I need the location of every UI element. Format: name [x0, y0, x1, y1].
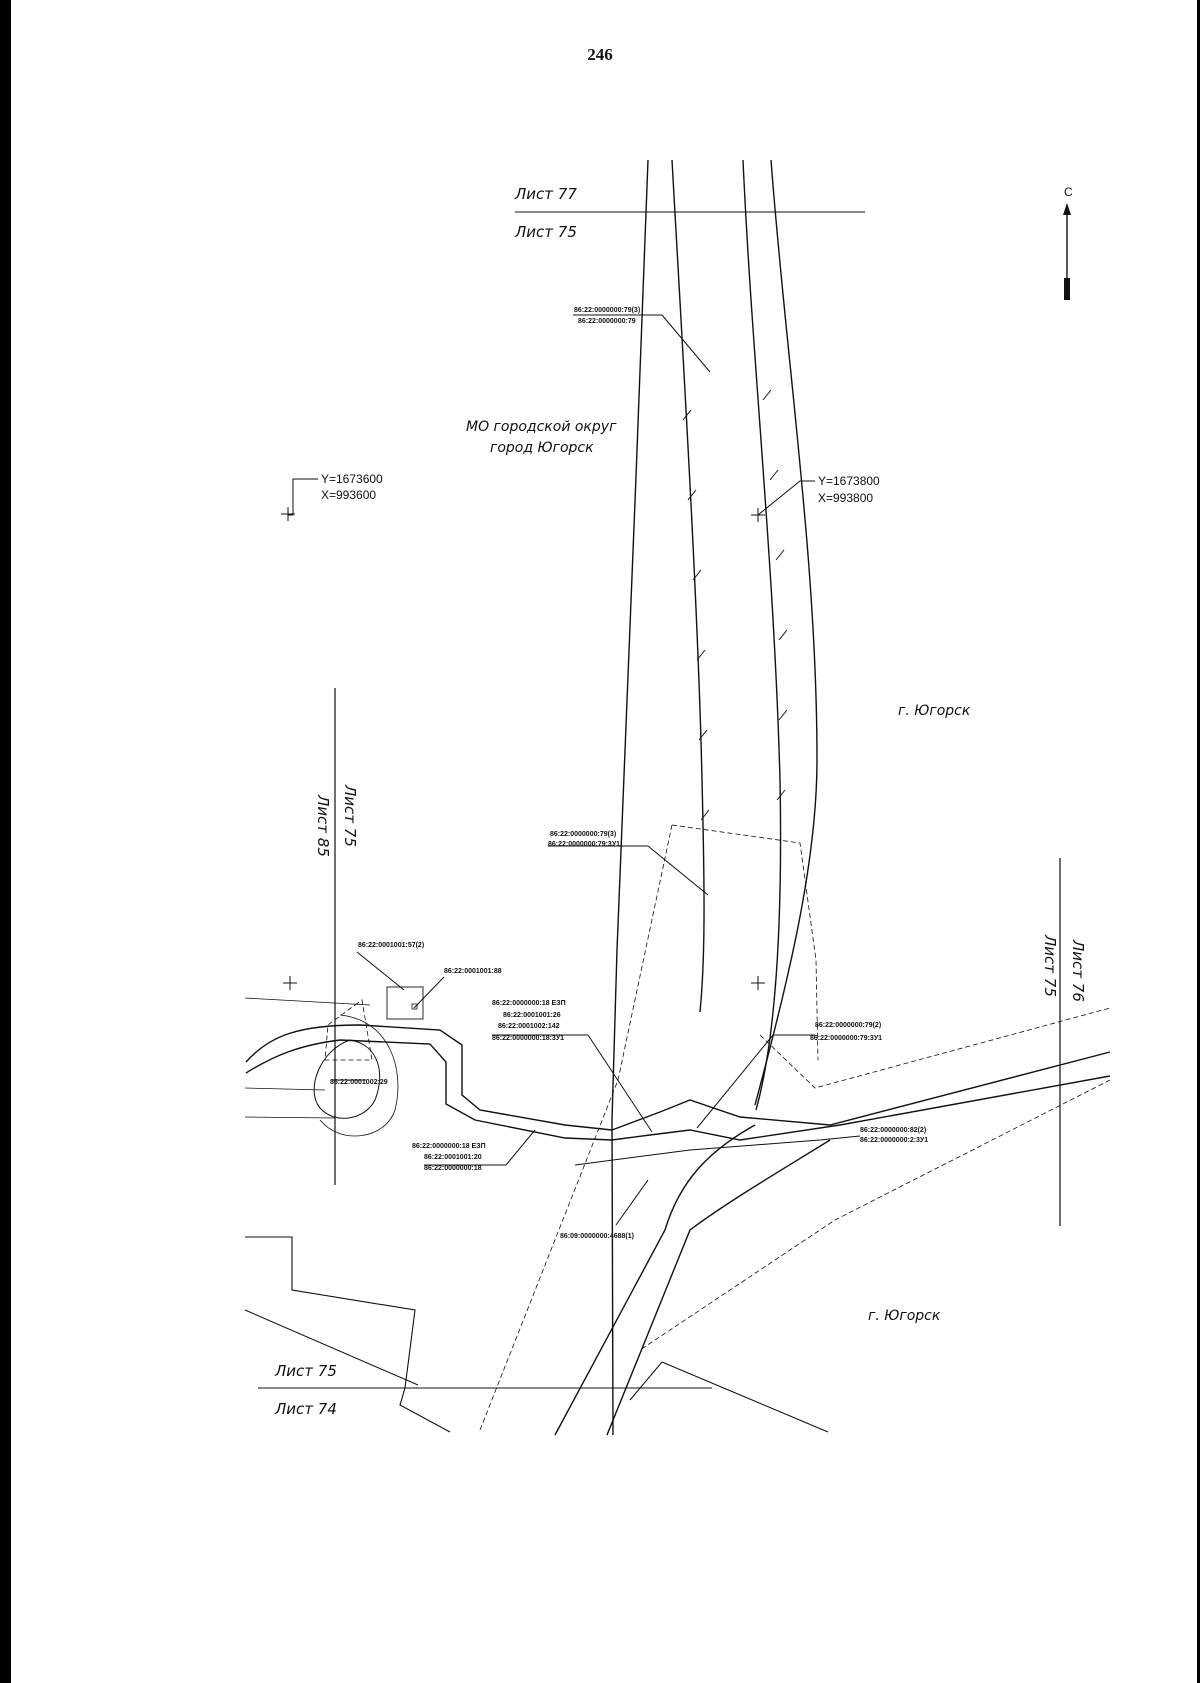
- cadastral-loop: 86:22:0001002:29: [330, 1079, 388, 1086]
- north-arrow-icon: [1063, 203, 1071, 300]
- sheet-label-right-outer: Лист 76: [1069, 939, 1087, 1002]
- parcel-line-west-3: [244, 1116, 336, 1119]
- road-edge-east: [754, 159, 818, 1106]
- sheet-label-top-upper: Лист 77: [514, 185, 577, 203]
- cadastral-block-57: [386, 986, 424, 1020]
- cadastral-road-upper: 86:22:0000000:82(2): [860, 1127, 926, 1134]
- sheet-label-bottom-upper: Лист 75: [274, 1362, 337, 1380]
- parcel-south-east: [629, 1361, 829, 1433]
- sheet-label-right-inner: Лист 75: [1041, 934, 1059, 997]
- access-road-south: [245, 1039, 613, 1141]
- town-label-south: г. Югорск: [868, 1308, 941, 1324]
- sheet-label-left-outer: Лист 85: [314, 794, 332, 857]
- municipality-label-line1: МО городской округ: [466, 419, 617, 435]
- municipality-label-line2: город Югорск: [490, 440, 594, 456]
- cadastral-top-upper: 86:22:0000000:79(3): [574, 307, 640, 314]
- access-road-loop: [313, 1039, 381, 1119]
- parcel-line-diagonal: [244, 1309, 419, 1386]
- road-link: [574, 1139, 821, 1166]
- parcel-line-west-2: [244, 1087, 326, 1091]
- cadastral-point: [411, 1003, 418, 1010]
- page-number: 246: [587, 45, 613, 64]
- grid-crosses: [281, 507, 765, 990]
- access-road-north: [245, 1024, 613, 1131]
- cadastral-stack-3: 86:22:0001002:142: [498, 1023, 560, 1030]
- cadastral-mid-lower: 86:22:0000000:79:3У1: [548, 841, 620, 848]
- cadastral-right-upper: 86:22:0000000:79(2): [815, 1022, 881, 1029]
- road-edge-west: [611, 159, 649, 1436]
- scan-border-right: [1197, 0, 1200, 1683]
- road-branch-southeast: [554, 1124, 756, 1436]
- cadastral-bottom-3: 86:22:0000000:18: [424, 1165, 482, 1172]
- coord-right-y: Y=1673800: [818, 474, 880, 488]
- cadastral-stack-1: 86:22:0000000:18 ЕЗП: [492, 1000, 566, 1007]
- cadastral-bottom-1: 86:22:0000000:18 ЕЗП: [412, 1143, 486, 1150]
- road-ticks: [682, 389, 788, 821]
- cadastral-mid-upper: 86:22:0000000:79(3): [550, 831, 616, 838]
- coord-right-x: X=993800: [818, 491, 873, 505]
- cadastral-stack-4: 86:22:0000000:18:3У1: [492, 1035, 564, 1042]
- sheet-label-bottom-lower: Лист 74: [274, 1400, 337, 1418]
- parcel-line-west-1: [244, 997, 371, 1006]
- road-branch-south: [606, 1139, 831, 1436]
- parcel-south-west: [245, 1236, 451, 1433]
- coord-left-y: Y=1673600: [321, 472, 383, 486]
- road-edge-east-inner: [742, 159, 782, 1111]
- cadastral-block-57-label: 86:22:0001001:57(2): [358, 942, 424, 949]
- coord-leader-left: [288, 478, 318, 516]
- coord-leader-right: [757, 480, 815, 516]
- cadastral-top-lower: 86:22:0000000:79: [578, 318, 636, 325]
- cadastral-south: 86:09:0000000:4688(1): [560, 1233, 634, 1240]
- town-label-east: г. Югорск: [898, 703, 971, 719]
- parcel-outlines-dashed: [324, 824, 1111, 1431]
- cadastral-block-88-label: 86:22:0001001:88: [444, 968, 502, 975]
- scan-border-left: [0, 0, 11, 1683]
- sheet-label-left-inner: Лист 75: [341, 784, 359, 847]
- coord-left-x: X=993600: [321, 488, 376, 502]
- cadastral-right-lower: 86:22:0000000:79:3У1: [810, 1035, 882, 1042]
- sheet-label-top-lower: Лист 75: [514, 223, 577, 241]
- cadastral-bottom-2: 86:22:0001001:20: [424, 1154, 482, 1161]
- cadastral-stack-2: 86:22:0001001:26: [503, 1012, 561, 1019]
- road-edge-west-inner: [671, 159, 705, 1013]
- north-arrow-label: С: [1064, 185, 1073, 199]
- cadastral-road-lower: 86:22:0000000:2:3У1: [860, 1137, 928, 1144]
- road-branch-east-south: [611, 1075, 1111, 1141]
- leader-lines: [332, 314, 861, 1226]
- road-branch-east-north: [611, 1051, 1111, 1131]
